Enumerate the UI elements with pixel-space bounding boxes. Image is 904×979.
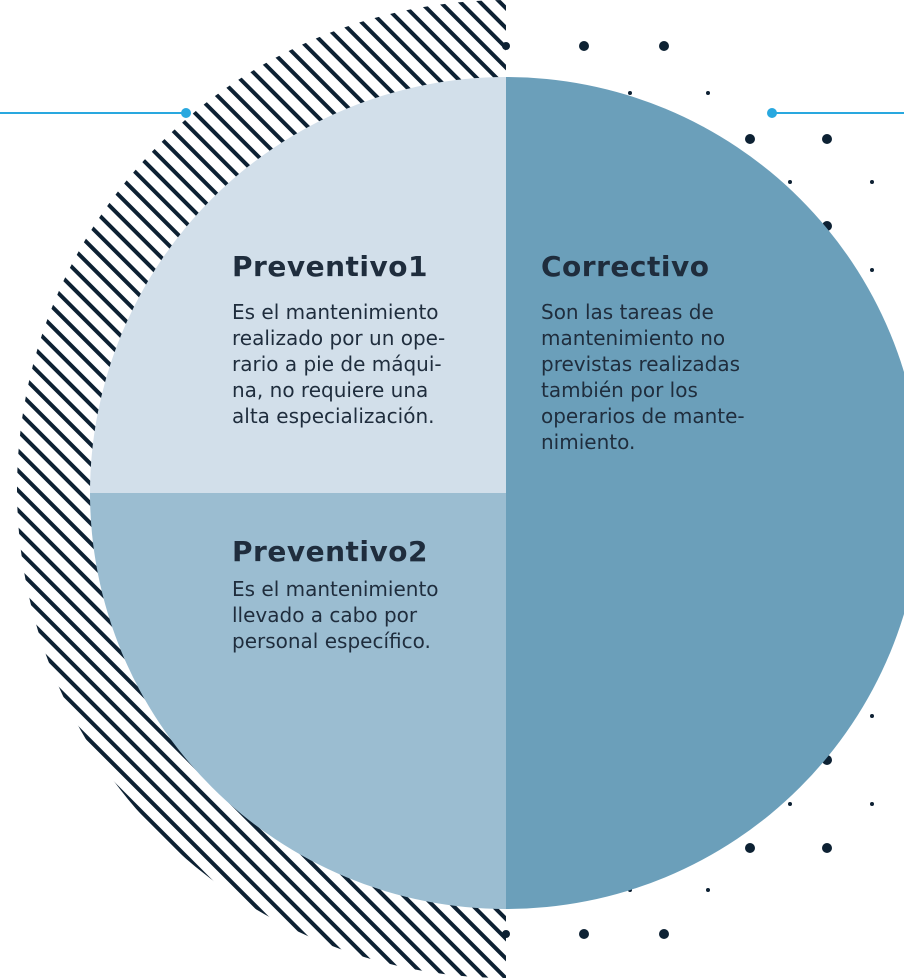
- preventivo1-text: Es el mantenimiento realizado por un ope…: [232, 300, 446, 428]
- correctivo-text: Son las tareas de mantenimiento no previ…: [541, 300, 745, 454]
- quadrant-preventivo1: [90, 77, 506, 493]
- half-correctivo: [506, 77, 904, 909]
- connector-line-left: [0, 108, 191, 118]
- preventivo2-text: Es el mantenimiento llevado a cabo por p…: [232, 577, 439, 653]
- correctivo-block: Correctivo Son las tareas de mantenimien…: [541, 250, 801, 455]
- dot-pattern: [502, 41, 874, 939]
- correctivo-title: Correctivo: [541, 250, 710, 283]
- preventivo1-block: Preventivo1 Es el mantenimiento realizad…: [232, 250, 482, 429]
- preventivo2-block: Preventivo2 Es el mantenimiento llevado …: [232, 535, 482, 654]
- connector-line-right: [767, 108, 904, 118]
- preventivo1-title: Preventivo1: [232, 250, 428, 283]
- preventivo2-title: Preventivo2: [232, 535, 428, 568]
- quadrant-preventivo2: [90, 493, 506, 909]
